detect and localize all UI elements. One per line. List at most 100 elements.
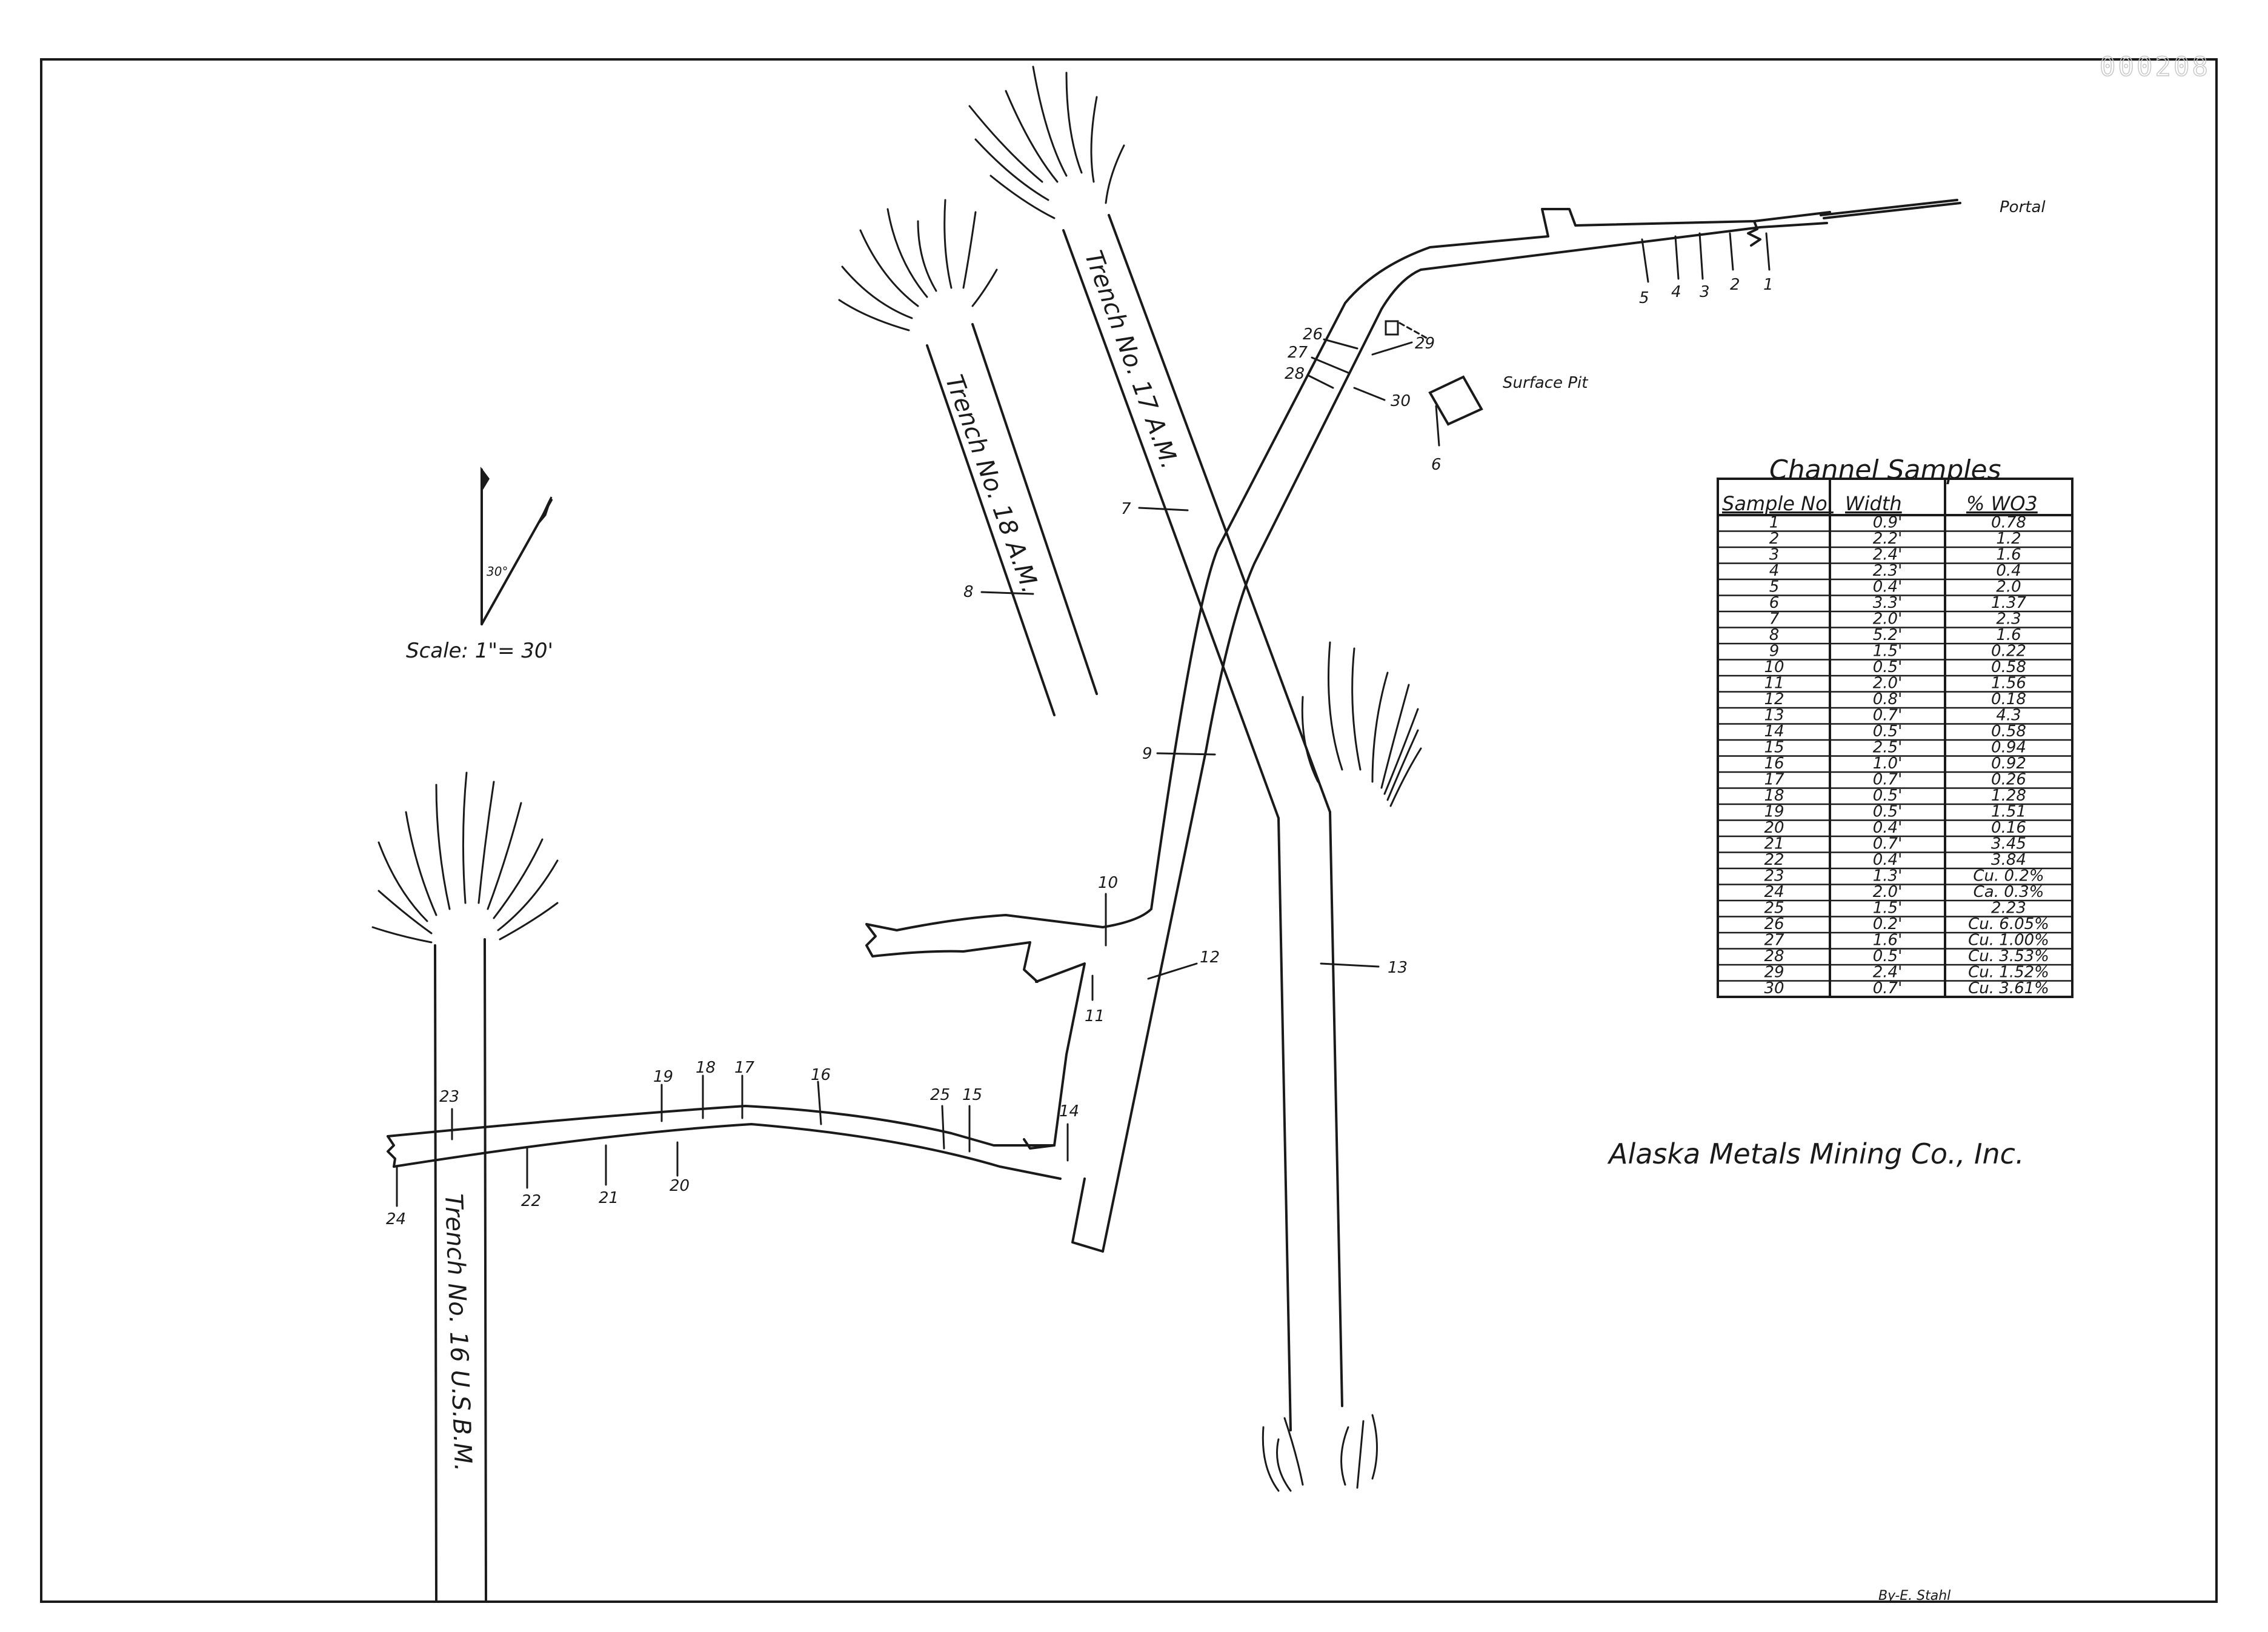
cell-wo3: 1.56 [1991,674,2026,693]
trench-17-label: Trench No. 17 A.M. [1079,247,1184,473]
cell-sample-no: 23 [1764,867,1784,885]
table-header-wo3: % WO3 [1966,492,2038,515]
author-credit: By-E. Stahl [1878,1588,1950,1604]
cell-wo3: Ca. 0.3% [1974,883,2044,901]
cell-wo3: 0.94 [1991,739,2026,757]
cell-width: 2.0' [1873,883,1903,901]
cell-sample-no: 2 [1769,530,1780,548]
surface-pit-label: Surface Pit [1503,374,1588,392]
sample-marker-29: 29 [1415,335,1435,353]
trench-18: Trench No. 18 A.M. [838,199,1098,716]
cell-width: 1.3' [1873,867,1903,885]
cell-width: 0.5' [1873,947,1903,965]
sample-marker-9: 9 [1142,745,1152,763]
cell-width: 0.5' [1873,722,1903,741]
cell-width: 0.7' [1873,835,1903,853]
table-header-sample-no: Sample No. [1722,492,1834,515]
lower-drift-north-wall [387,1105,1056,1147]
cell-width: 1.5' [1873,642,1903,661]
cell-sample-no: 16 [1764,754,1784,773]
cell-wo3: 0.18 [1991,690,2026,708]
cell-width: 0.8' [1873,690,1903,708]
sample-marker-5: 5 [1639,289,1649,307]
cell-wo3: Cu. 6.05% [1968,915,2049,933]
cell-sample-no: 17 [1764,771,1784,789]
cell-wo3: Cu. 3.61% [1968,979,2049,998]
cell-width: 0.7' [1873,771,1903,789]
trench-18-dump-hachures [838,199,998,331]
cell-width: 2.4' [1873,964,1903,982]
cell-width: 2.2' [1873,530,1903,548]
portal-label: Portal [2000,198,2046,216]
cell-wo3: 4.3 [1996,707,2021,725]
cell-sample-no: 15 [1764,739,1784,757]
cell-width: 0.2' [1873,915,1903,933]
document-number: 000208 [2100,52,2210,82]
cell-wo3: 2.3 [1996,610,2021,628]
cell-sample-no: 21 [1764,835,1784,853]
cell-sample-no: 8 [1769,626,1780,644]
cell-sample-no: 7 [1769,610,1780,628]
map-border [40,58,2218,1603]
cell-sample-no: 9 [1769,642,1780,661]
cell-width: 2.0' [1873,674,1903,693]
sample-marker-7: 7 [1121,500,1131,518]
sample-marker-23: 23 [439,1088,459,1106]
adit-workings [387,199,1961,1253]
scale-label: Scale: 1"= 30' [406,639,553,663]
table-row: 12 0.8' 0.18 [1764,690,2026,708]
cell-sample-no: 12 [1764,690,1784,708]
sample-marker-2: 2 [1730,276,1740,294]
cell-width: 3.3' [1873,594,1903,612]
table-row: 15 2.5' 0.94 [1764,739,2026,757]
surface-pit: Surface Pit [1428,374,1588,426]
sample-marker-6: 6 [1431,456,1442,474]
table-frame [1717,478,2073,998]
cell-sample-no: 6 [1769,594,1780,612]
cell-wo3: 1.2 [1996,530,2021,548]
cell-wo3: 0.4 [1996,562,2021,580]
cell-wo3: Cu. 3.53% [1968,947,2049,965]
cell-width: 1.0' [1873,754,1903,773]
cell-width: 0.4' [1873,819,1903,837]
lower-drift-south-wall [393,1123,1062,1180]
sample-marker-16: 16 [811,1066,831,1084]
table-row: 22 0.4' 3.84 [1764,851,2026,869]
cell-wo3: 3.84 [1991,851,2026,869]
cell-width: 0.7' [1873,707,1903,725]
cell-wo3: 2.23 [1991,899,2026,918]
cell-wo3: Cu. 1.52% [1968,964,2049,982]
sample-marker-26: 26 [1303,325,1323,344]
cell-sample-no: 20 [1764,819,1784,837]
sample-markers: 1 2 3 4 5 6 7 8 9 10 11 12 13 [386,232,1774,1228]
sample-marker-24: 24 [386,1210,406,1228]
cell-sample-no: 3 [1769,546,1780,564]
trench-16-label: Trench No. 16 U.S.B.M. [439,1193,477,1472]
cell-width: 0.4' [1873,851,1903,869]
adit-west-wall-lower [865,908,1152,1150]
north-arrow: 30° [481,467,553,625]
cell-width: 2.0' [1873,610,1903,628]
sample-marker-13: 13 [1388,959,1408,977]
cell-sample-no: 4 [1769,562,1780,580]
cell-width: 1.5' [1873,899,1903,918]
raise-box [1385,320,1399,336]
cell-wo3: 1.6 [1996,626,2021,644]
cell-width: 2.5' [1873,739,1903,757]
cell-sample-no: 26 [1764,915,1784,933]
cell-wo3: 0.78 [1991,514,2026,532]
cell-sample-no: 22 [1764,851,1784,869]
sample-marker-14: 14 [1059,1102,1079,1121]
cell-wo3: 2.0 [1996,578,2021,596]
channel-samples-table: Channel Samples Sample No. Width % WO3 1… [1717,455,2073,998]
cell-width: 0.5' [1873,658,1903,676]
trench-16: Trench No. 16 U.S.B.M. [371,771,559,1601]
